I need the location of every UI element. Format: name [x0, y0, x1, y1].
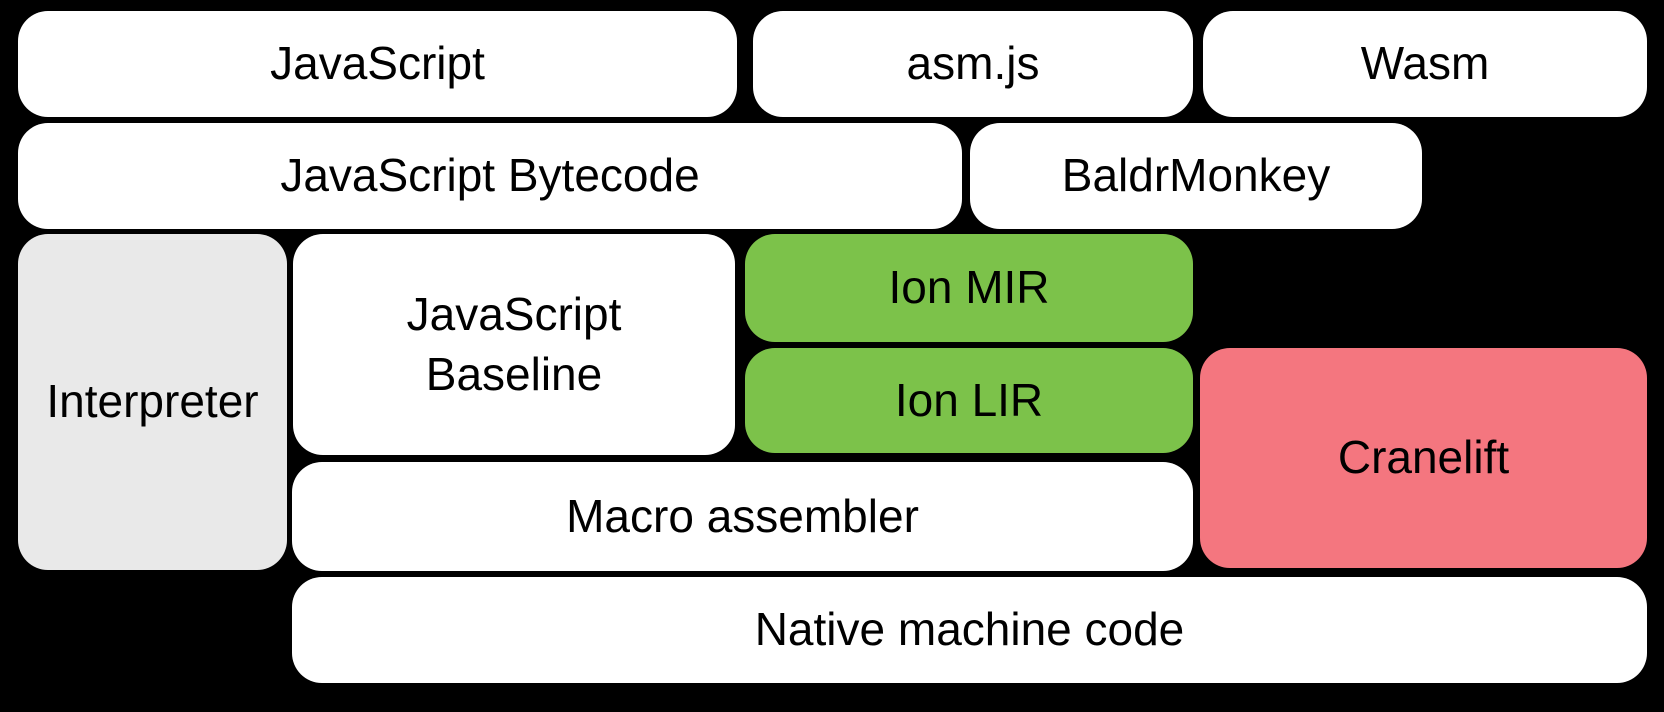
node-native-machine-code: Native machine code [292, 577, 1647, 683]
node-asmjs: asm.js [753, 11, 1193, 117]
node-baldrmonkey: BaldrMonkey [970, 123, 1422, 229]
node-macro-assembler-label: Macro assembler [566, 489, 919, 542]
node-javascript: JavaScript [18, 11, 737, 117]
node-native-machine-code-label: Native machine code [754, 603, 1185, 656]
node-wasm: Wasm [1203, 11, 1647, 117]
node-macro-assembler: Macro assembler [292, 462, 1193, 571]
node-ion-mir: Ion MIR [745, 234, 1193, 342]
node-interpreter: Interpreter [18, 234, 287, 570]
node-asmjs-label: asm.js [906, 37, 1040, 90]
node-cranelift: Cranelift [1200, 348, 1647, 568]
node-javascript-baseline-label: JavaScript Baseline [406, 287, 622, 400]
node-baldrmonkey-label: BaldrMonkey [1061, 149, 1331, 202]
node-javascript-bytecode-label: JavaScript Bytecode [280, 149, 700, 202]
node-javascript-baseline: JavaScript Baseline [293, 234, 735, 455]
node-ion-lir-label: Ion LIR [894, 373, 1044, 426]
node-interpreter-label: Interpreter [46, 375, 259, 428]
node-cranelift-label: Cranelift [1337, 431, 1510, 484]
node-javascript-bytecode: JavaScript Bytecode [18, 123, 962, 229]
node-ion-mir-label: Ion MIR [888, 261, 1050, 314]
node-javascript-label: JavaScript [270, 37, 485, 90]
node-ion-lir: Ion LIR [745, 348, 1193, 453]
node-wasm-label: Wasm [1360, 37, 1490, 90]
